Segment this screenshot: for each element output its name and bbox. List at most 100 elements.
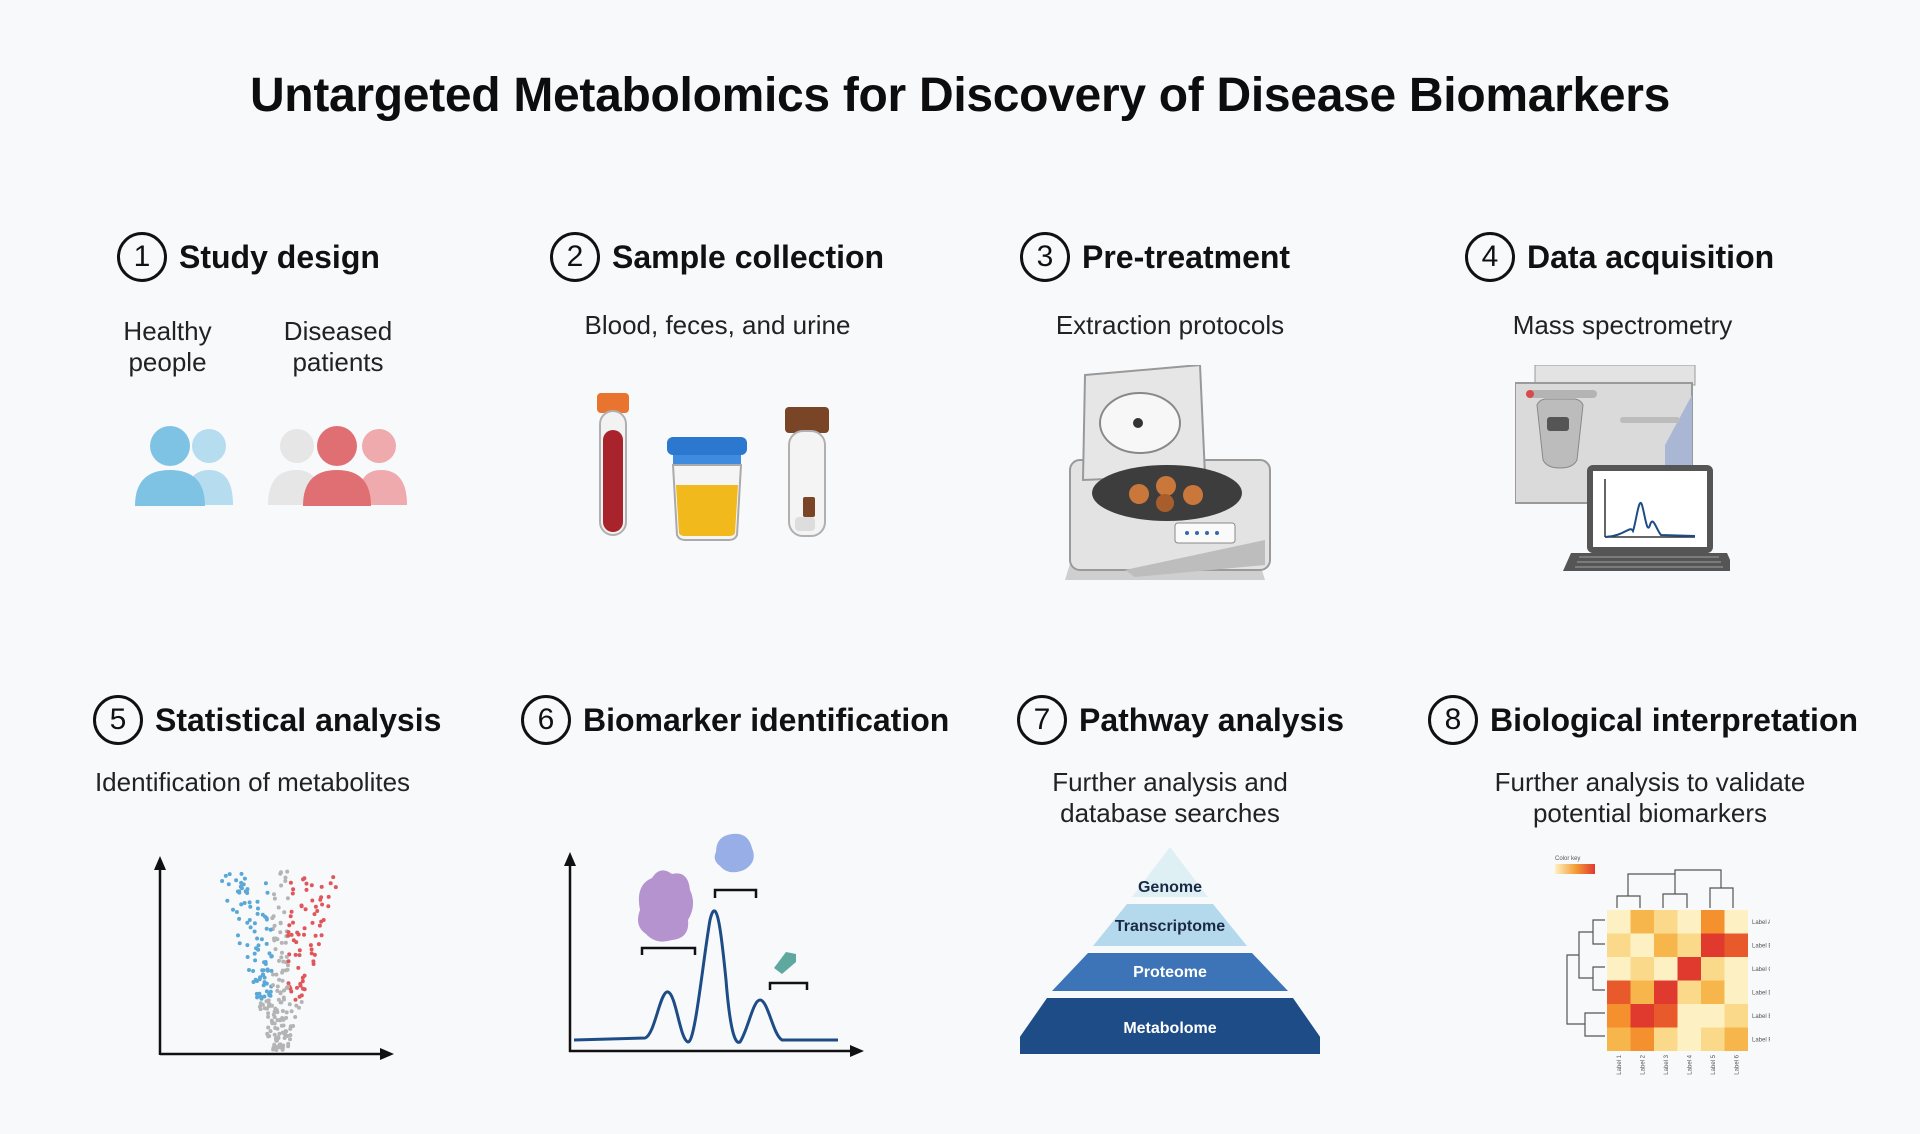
volcano-point <box>320 902 325 907</box>
volcano-point <box>271 972 275 977</box>
step-subtitle: Mass spectrometry <box>1512 310 1733 340</box>
volcano-point <box>242 876 247 881</box>
volcano-point <box>319 933 324 938</box>
volcano-point <box>276 1036 281 1040</box>
step-title: Biomarker identification <box>583 701 950 738</box>
volcano-point <box>247 968 251 972</box>
heatmap-row-label: Label B <box>1752 943 1770 949</box>
row-dendrogram <box>1566 919 1605 1037</box>
volcano-point <box>259 937 264 942</box>
volcano-point <box>309 883 314 888</box>
volcano-point <box>310 898 315 903</box>
volcano-point <box>308 943 313 948</box>
step-title: Biological interpretation <box>1490 701 1859 738</box>
volcano-point <box>251 980 256 984</box>
volcano-point <box>220 879 225 883</box>
mass-spectrometer-icon <box>1515 365 1730 571</box>
centrifuge-icon <box>1065 365 1271 580</box>
heatmap-cell <box>1701 1027 1725 1051</box>
step-number: 7 <box>1017 695 1067 745</box>
volcano-point <box>281 959 286 964</box>
volcano-point <box>275 937 280 942</box>
step-heading: 2 Sample collection <box>550 232 884 282</box>
volcano-point <box>291 1024 296 1028</box>
volcano-point <box>266 1014 271 1019</box>
heatmap-col-label: Label 5 <box>1711 1054 1717 1074</box>
volcano-point <box>270 1003 274 1008</box>
volcano-point <box>245 943 250 948</box>
step-subtitle: Further analysis to validate potential b… <box>1494 767 1806 828</box>
omics-pyramid: Genome Transcriptome Proteome Metabolome <box>1020 847 1320 1054</box>
step-heading: 3 Pre-treatment <box>1020 232 1290 282</box>
volcano-point <box>295 985 299 990</box>
volcano-point <box>321 918 326 922</box>
volcano-point <box>313 933 318 938</box>
volcano-point <box>297 1005 301 1010</box>
step-subtitle: Further analysis and database searches <box>1052 767 1288 828</box>
volcano-point <box>316 942 321 947</box>
volcano-point <box>264 926 269 931</box>
volcano-point <box>271 1012 276 1017</box>
volcano-point <box>312 912 317 917</box>
heatmap-cell <box>1724 980 1748 1004</box>
step-heading: 8 Biological interpretation <box>1428 695 1858 745</box>
volcano-point <box>297 948 302 953</box>
volcano-point <box>252 921 257 926</box>
page-title: Untargeted Metabolomics for Discovery of… <box>249 69 1671 122</box>
volcano-point <box>235 889 240 894</box>
volcano-point <box>238 884 243 889</box>
volcano-point <box>252 951 257 956</box>
volcano-point <box>255 911 260 916</box>
heatmap-cell <box>1677 910 1701 934</box>
heatmap-cell <box>1607 1027 1631 1051</box>
heatmap-cell <box>1654 1027 1678 1051</box>
heatmap-cell <box>1701 933 1725 957</box>
volcano-point <box>293 952 298 957</box>
volcano-point <box>268 1029 273 1034</box>
volcano-point <box>260 968 265 973</box>
volcano-point <box>317 923 322 928</box>
volcano-point <box>277 1031 282 1036</box>
volcano-point <box>280 978 285 983</box>
volcano-point <box>247 900 252 905</box>
volcano-point <box>304 881 309 886</box>
heatmap-cell <box>1607 910 1631 934</box>
volcano-point <box>239 880 244 885</box>
volcano-point <box>302 932 306 937</box>
step-title: Sample collection <box>612 238 885 275</box>
feces-tube-icon <box>785 407 829 537</box>
step-number: 2 <box>550 232 600 282</box>
volcano-point <box>299 1000 304 1004</box>
volcano-point <box>237 941 242 946</box>
heatmap-cell <box>1654 980 1678 1004</box>
step-title: Data acquisition <box>1527 238 1775 275</box>
volcano-point <box>282 1030 287 1035</box>
volcano-point <box>239 871 244 876</box>
volcano-point <box>291 938 296 943</box>
step-number: 3 <box>1020 232 1070 282</box>
volcano-plot-icon <box>154 856 394 1060</box>
heatmap-cell <box>1677 957 1701 981</box>
volcano-point <box>272 892 276 897</box>
volcano-point <box>254 946 259 951</box>
volcano-point <box>279 1023 284 1028</box>
volcano-point <box>272 896 277 901</box>
volcano-point <box>277 958 281 963</box>
volcano-point <box>309 951 314 956</box>
heatmap-cell <box>1654 910 1678 934</box>
pyramid-label-genome: Genome <box>1138 879 1202 896</box>
volcano-point <box>283 879 288 883</box>
step-heading: 1 Study design <box>117 232 380 282</box>
step-number: 6 <box>521 695 571 745</box>
volcano-point <box>278 990 283 995</box>
pyramid-level-metabolome <box>1020 998 1320 1054</box>
sample-tubes <box>597 393 829 541</box>
heatmap-col-label: Label 6 <box>1734 1054 1740 1074</box>
volcano-point <box>278 930 283 935</box>
heatmap-cell <box>1724 1027 1748 1051</box>
volcano-point <box>231 907 235 912</box>
volcano-point <box>328 881 333 886</box>
color-key-bar <box>1555 864 1595 874</box>
volcano-point <box>255 936 260 941</box>
volcano-point <box>280 950 284 955</box>
